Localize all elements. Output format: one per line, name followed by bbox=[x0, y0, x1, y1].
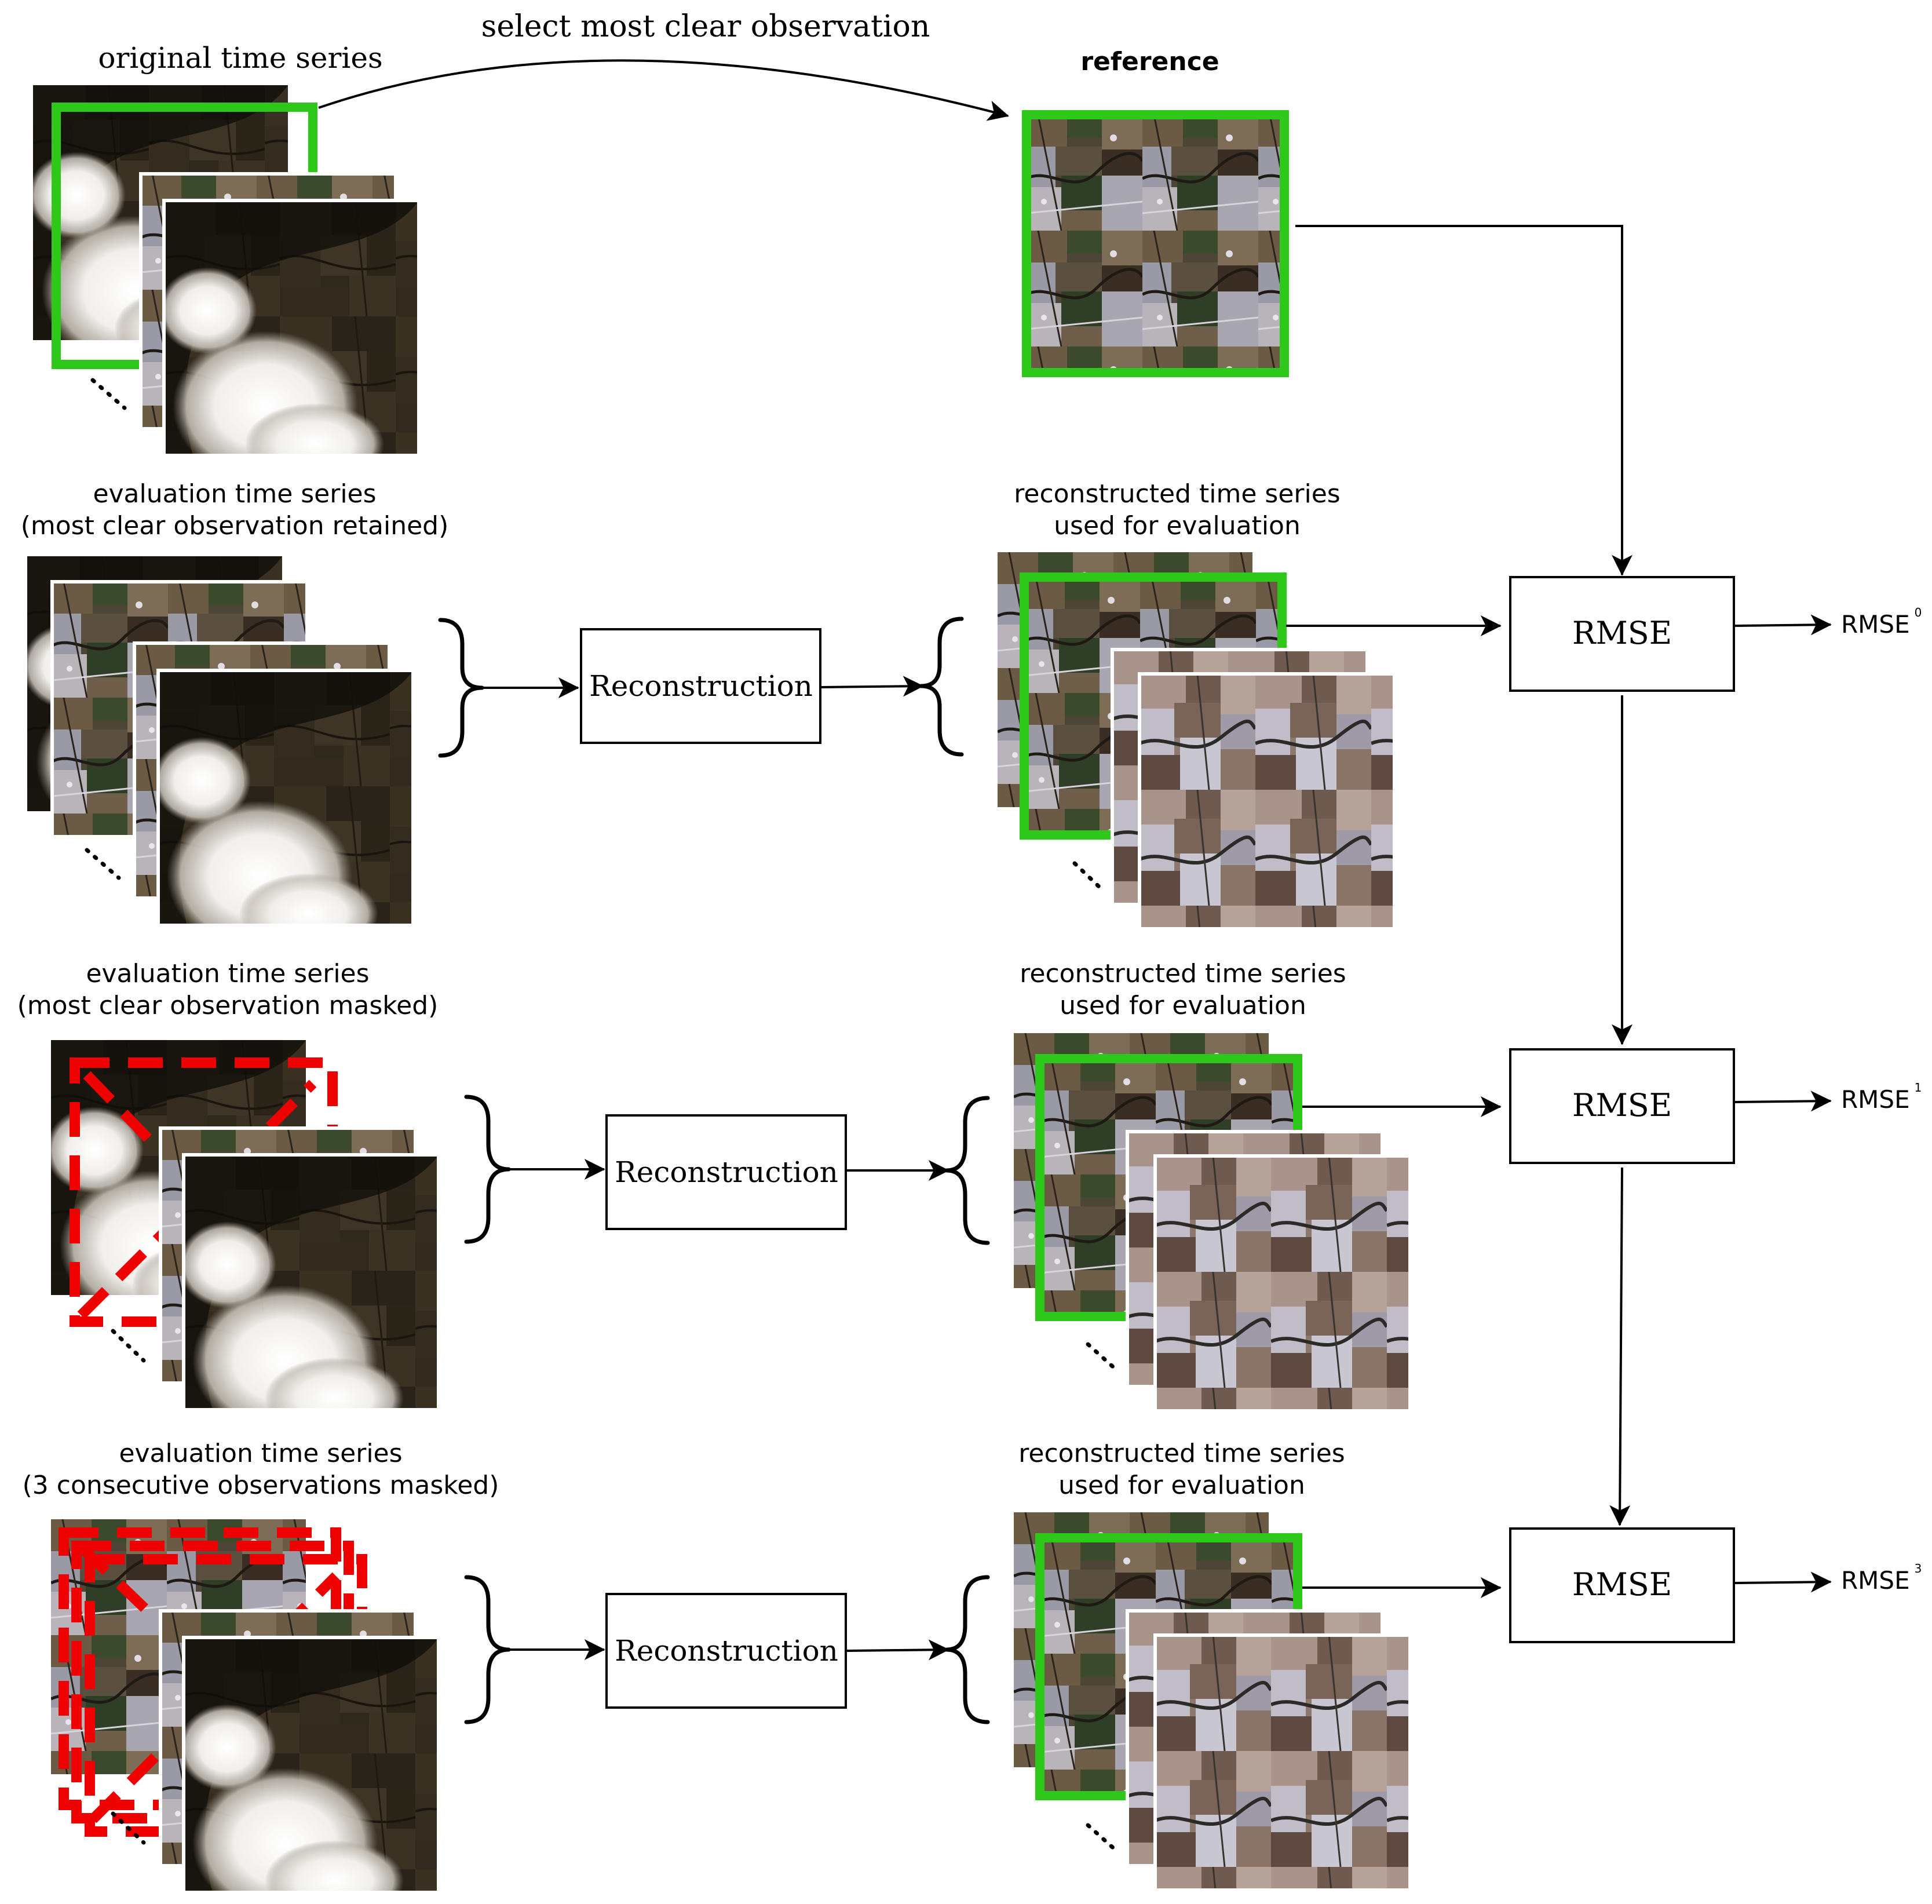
row-masked-recon-subtitle: used for evaluation bbox=[1060, 991, 1306, 1020]
row-masked-rmse-box bbox=[1509, 1048, 1735, 1164]
row-retained-reconstruction-box bbox=[580, 628, 821, 744]
original-stack-tile-3 bbox=[162, 199, 421, 457]
row-consecutive-recon-subtitle: used for evaluation bbox=[1058, 1471, 1305, 1500]
row-masked-input-brace bbox=[464, 1095, 511, 1244]
row-masked-eval-title: evaluation time series bbox=[86, 959, 369, 989]
row-retained-input-brace bbox=[438, 618, 484, 758]
rmse-output-1-sup: 1 bbox=[1915, 1081, 1922, 1095]
reference-to-rmse-connector bbox=[1295, 225, 1632, 576]
row-masked-rmse-label: RMSE bbox=[1572, 1087, 1672, 1124]
row-retained-rmse-box bbox=[1509, 576, 1735, 692]
row-consecutive-reconstruction-label: Reconstruction bbox=[615, 1634, 838, 1668]
row-masked-recon-title: reconstructed time series bbox=[1020, 959, 1346, 989]
row-consecutive-output-brace bbox=[944, 1575, 990, 1724]
row-masked-eval-subtitle: (most clear observation masked) bbox=[17, 991, 439, 1020]
row-retained-recon-title: reconstructed time series bbox=[1014, 479, 1340, 509]
original-time-series-group: original time series bbox=[33, 41, 421, 457]
row-consecutive-rmse-label: RMSE bbox=[1572, 1566, 1672, 1603]
rmse-output-3: RMSE 3 bbox=[1841, 1562, 1922, 1595]
row-masked-reconstruction-label: Reconstruction bbox=[615, 1155, 838, 1189]
row-retained-reconstruction-label: Reconstruction bbox=[589, 669, 813, 703]
select-most-clear-observation-label: select most clear observation bbox=[481, 9, 930, 44]
row-retained: evaluation time series (most clear obser… bbox=[21, 479, 1922, 931]
original-time-series-label: original time series bbox=[98, 41, 382, 75]
masked-frame-2 bbox=[71, 1541, 354, 1823]
row-retained-rmse-label: RMSE bbox=[1572, 615, 1672, 651]
reference-frame bbox=[1022, 110, 1289, 377]
row-consecutive-eval-title: evaluation time series bbox=[119, 1439, 402, 1468]
row-retained-eval-title: evaluation time series bbox=[93, 479, 376, 509]
rmse-output-3-base: RMSE bbox=[1841, 1566, 1910, 1595]
rmse-output-1: RMSE 1 bbox=[1841, 1081, 1922, 1114]
masked-frame-1 bbox=[59, 1527, 341, 1810]
row-masked-stack bbox=[51, 1040, 440, 1411]
row-consecutive-masked: evaluation time series (3 consecutive ob… bbox=[23, 1439, 1922, 1894]
row-consecutive-stack bbox=[51, 1519, 440, 1894]
more-observations-dots bbox=[90, 378, 127, 410]
row-retained-eval-subtitle: (most clear observation retained) bbox=[21, 511, 449, 541]
row-consecutive-recon-title: reconstructed time series bbox=[1018, 1439, 1345, 1468]
reference-group: reference bbox=[1022, 47, 1289, 377]
rmse-output-0: RMSE 0 bbox=[1841, 606, 1922, 639]
select-observation-connector: select most clear observation bbox=[318, 9, 1009, 121]
row-consecutive-recon-stack bbox=[1014, 1512, 1412, 1892]
rmse-output-3-sup: 3 bbox=[1915, 1562, 1922, 1575]
rmse-output-1-base: RMSE bbox=[1841, 1085, 1910, 1114]
row-retained-recon-subtitle: used for evaluation bbox=[1054, 511, 1301, 541]
row-masked: evaluation time series (most clear obser… bbox=[17, 959, 1922, 1413]
row-consecutive-input-brace bbox=[464, 1575, 511, 1724]
masked-frame-3 bbox=[85, 1554, 367, 1837]
row-retained-stack bbox=[27, 556, 415, 927]
rmse-output-0-base: RMSE bbox=[1841, 610, 1910, 639]
row-masked-recon-stack bbox=[1014, 1033, 1412, 1413]
row-consecutive-rmse-box bbox=[1509, 1527, 1735, 1643]
row-masked-reconstruction-box bbox=[605, 1114, 847, 1230]
rmse-output-0-sup: 0 bbox=[1915, 606, 1922, 619]
row-consecutive-reconstruction-box bbox=[605, 1593, 847, 1709]
row-consecutive-eval-subtitle: (3 consecutive observations masked) bbox=[23, 1471, 499, 1500]
row-masked-output-brace bbox=[944, 1096, 990, 1245]
row-retained-output-brace bbox=[919, 617, 964, 757]
row-retained-recon-stack bbox=[998, 552, 1396, 931]
reference-label: reference bbox=[1080, 47, 1219, 76]
